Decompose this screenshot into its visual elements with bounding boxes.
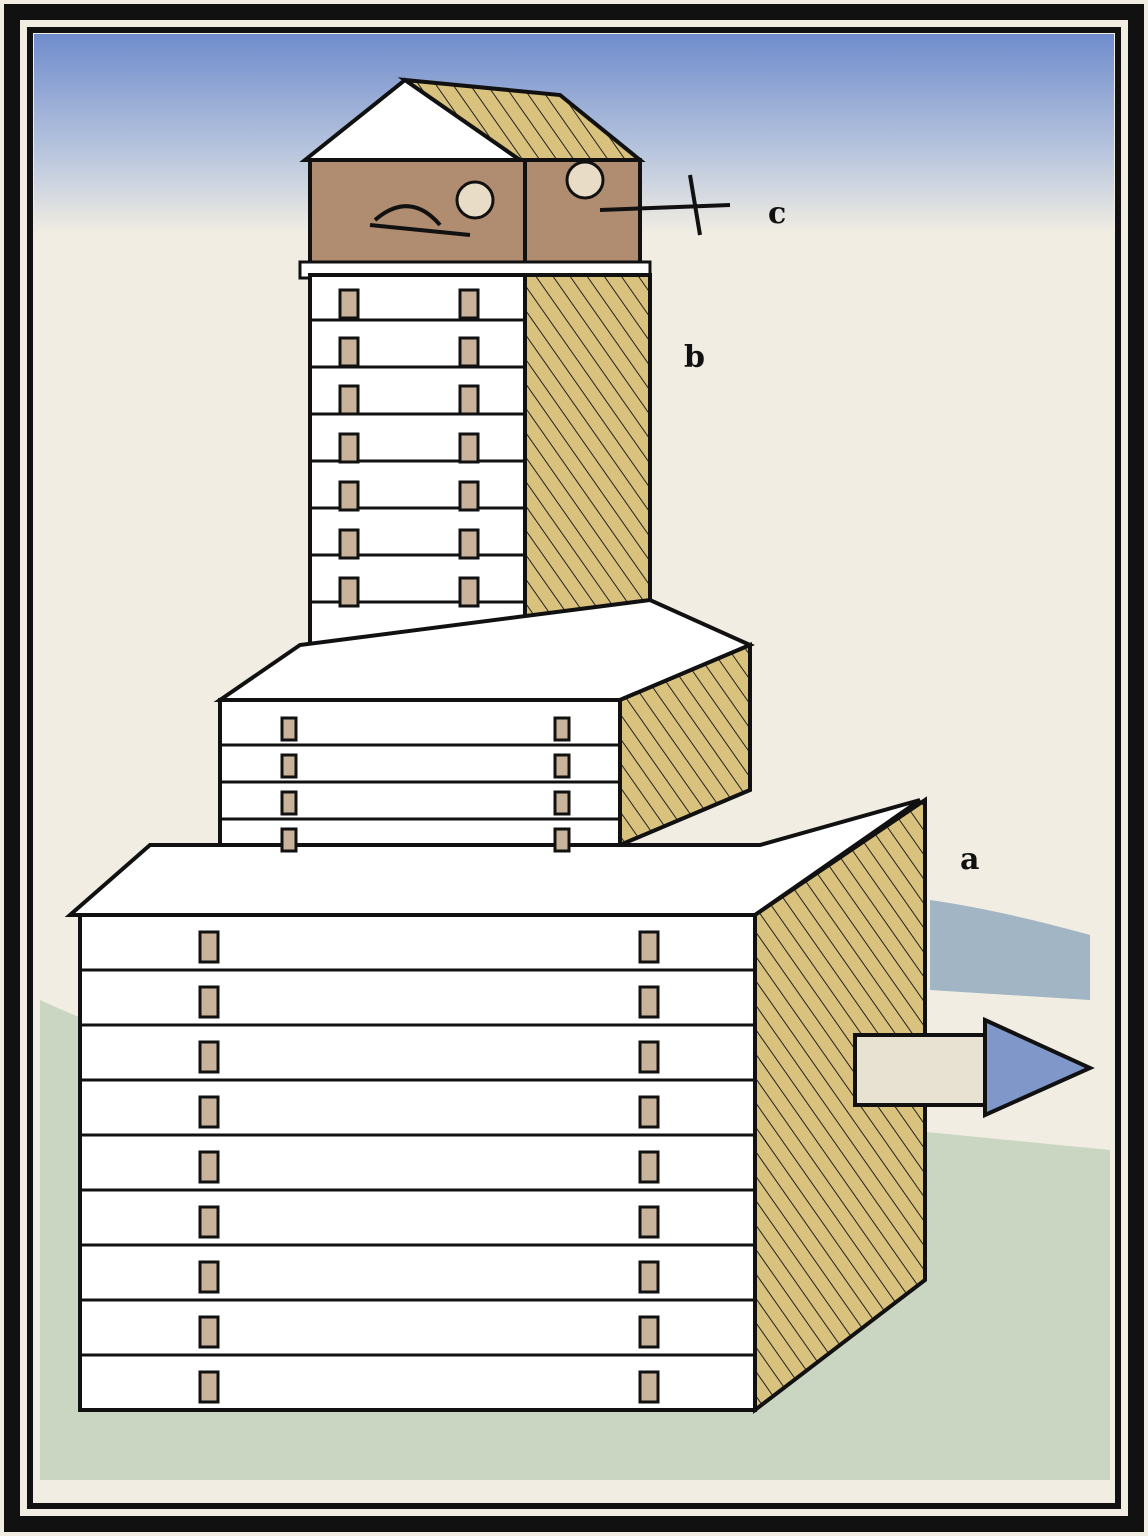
soldier-1 [455, 180, 495, 220]
window-slit [280, 753, 298, 779]
label-c: c [768, 196, 787, 231]
window-slit [338, 528, 360, 560]
window-slit [198, 1315, 220, 1349]
window-slit [198, 1040, 220, 1074]
window-slit [638, 1370, 660, 1404]
window-slit [198, 1370, 220, 1404]
cabin-front [308, 158, 527, 267]
window-slit [458, 480, 480, 512]
window-slit [553, 827, 571, 853]
window-slit [458, 336, 480, 368]
window-slit [638, 1260, 660, 1294]
upper-tower-side [523, 273, 652, 643]
window-slit [338, 384, 360, 416]
window-slit [638, 930, 660, 964]
label-a: a [960, 842, 980, 877]
window-slit [458, 432, 480, 464]
battering-ram [853, 1033, 987, 1107]
window-slit [338, 480, 360, 512]
window-slit [458, 576, 480, 608]
window-slit [638, 985, 660, 1019]
window-slit [458, 528, 480, 560]
window-slit [280, 827, 298, 853]
window-slit [338, 432, 360, 464]
inner-frame [27, 27, 1121, 1509]
window-slit [198, 930, 220, 964]
crossbow-2 [599, 174, 731, 236]
window-slit [280, 790, 298, 816]
window-slit [638, 1095, 660, 1129]
soldier-2 [565, 160, 605, 200]
window-slit [198, 1150, 220, 1184]
window-slit [198, 1260, 220, 1294]
window-slit [338, 288, 360, 320]
window-slit [553, 790, 571, 816]
window-slit [280, 716, 298, 742]
window-slit [458, 288, 480, 320]
ram-head [983, 1016, 1095, 1119]
window-slit [553, 716, 571, 742]
window-slit [553, 753, 571, 779]
window-slit [638, 1150, 660, 1184]
window-slit [458, 384, 480, 416]
window-slit [338, 336, 360, 368]
window-slit [198, 1095, 220, 1129]
middle-tier-side [618, 641, 752, 849]
window-slit [198, 1205, 220, 1239]
label-b: b [684, 340, 705, 375]
window-slit [638, 1205, 660, 1239]
crossbow-1 [369, 204, 471, 237]
window-slit [338, 576, 360, 608]
window-slit [198, 985, 220, 1019]
window-slit [638, 1315, 660, 1349]
window-slit [638, 1040, 660, 1074]
